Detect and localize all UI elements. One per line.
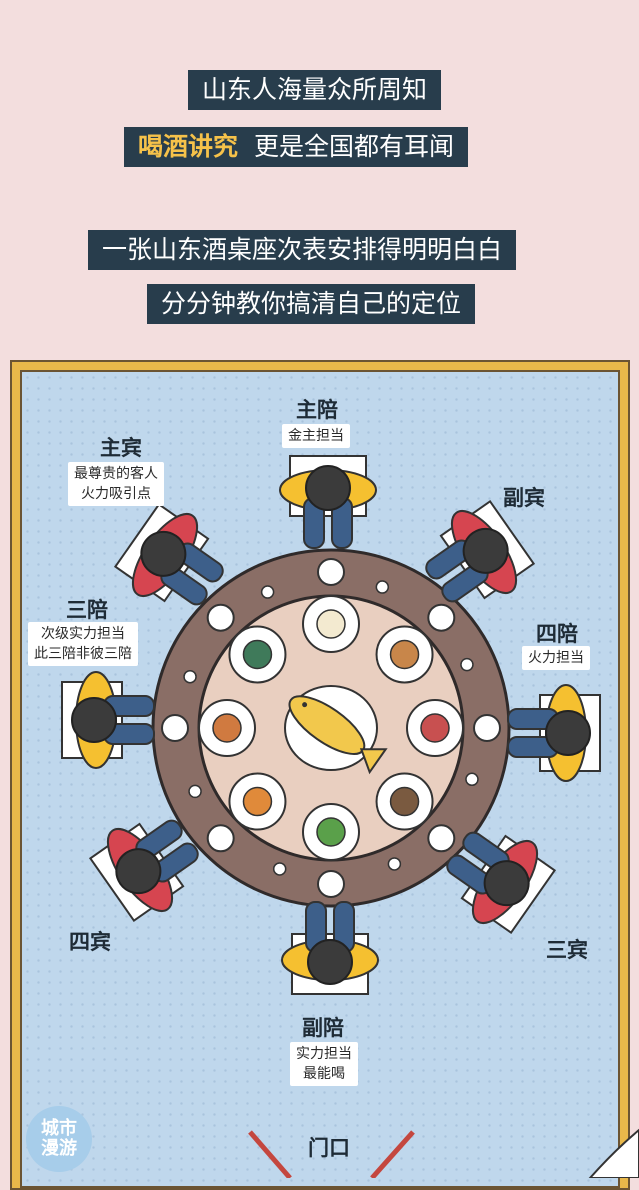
subtitle-line-1: 一张山东酒桌座次表安排得明明白白 bbox=[88, 230, 517, 270]
person-sipei bbox=[507, 684, 601, 782]
place-plate bbox=[427, 603, 456, 632]
dish-plate bbox=[198, 699, 256, 757]
brand-logo: 城市漫游 bbox=[26, 1106, 92, 1172]
place-plate bbox=[427, 824, 456, 853]
seat-note-zhubin: 最尊贵的客人火力吸引点 bbox=[68, 462, 164, 506]
logo-line: 漫游 bbox=[41, 1138, 77, 1159]
note-line: 最能喝 bbox=[303, 1066, 345, 1082]
place-plate bbox=[317, 870, 345, 898]
title-line-2-rest: 更是全国都有耳闻 bbox=[254, 132, 455, 161]
cup bbox=[188, 784, 202, 799]
cup bbox=[465, 772, 479, 787]
dish-plate bbox=[302, 803, 360, 861]
person-fupei bbox=[281, 901, 379, 995]
note-line: 次级实力担当 bbox=[41, 626, 125, 642]
person-zhupei bbox=[279, 455, 377, 549]
note-line: 火力吸引点 bbox=[81, 486, 151, 502]
place-plate bbox=[317, 558, 345, 586]
place-plate bbox=[206, 603, 235, 632]
place-plate bbox=[473, 714, 501, 742]
door-icon bbox=[248, 1130, 415, 1178]
title-highlight: 喝酒讲究 bbox=[138, 132, 239, 161]
seat-note-sanpei: 次级实力担当此三陪非彼三陪 bbox=[28, 622, 138, 666]
dish-plate bbox=[375, 625, 434, 684]
note-line: 此三陪非彼三陪 bbox=[34, 646, 132, 662]
seat-label-fubin: 副宾 bbox=[503, 485, 545, 510]
seat-label-sanpei: 三陪 bbox=[66, 597, 108, 622]
note-line: 火力担当 bbox=[528, 650, 584, 666]
dish-plate bbox=[375, 772, 434, 831]
seat-note-zhupei: 金主担当 bbox=[282, 424, 350, 448]
fish-dish bbox=[284, 685, 388, 775]
cup bbox=[260, 585, 275, 599]
place-plate bbox=[161, 714, 189, 742]
seat-note-fupei: 实力担当最能喝 bbox=[290, 1042, 358, 1086]
cup bbox=[460, 657, 474, 672]
seat-label-sanbin: 三宾 bbox=[546, 937, 588, 962]
seat-label-zhubin: 主宾 bbox=[100, 435, 142, 460]
cup bbox=[387, 857, 402, 871]
dish-plate bbox=[228, 625, 287, 684]
note-line: 实力担当 bbox=[296, 1046, 352, 1062]
cup bbox=[272, 862, 287, 876]
note-line: 金主担当 bbox=[288, 428, 344, 444]
seat-label-zhupei: 主陪 bbox=[296, 397, 338, 422]
person-fubin bbox=[425, 499, 536, 603]
dish-plate bbox=[228, 772, 287, 831]
dish-plate bbox=[406, 699, 464, 757]
title-line-1: 山东人海量众所周知 bbox=[188, 70, 442, 110]
title-line-2: 喝酒讲究更是全国都有耳闻 bbox=[124, 127, 469, 167]
person-sanbin bbox=[446, 831, 557, 935]
seat-label-sibin: 四宾 bbox=[69, 929, 111, 954]
subtitle-line-2: 分分钟教你搞清自己的定位 bbox=[147, 284, 476, 324]
person-sanpei bbox=[61, 671, 155, 769]
door-label: 门口 bbox=[308, 1135, 350, 1160]
dish-plate bbox=[302, 595, 360, 653]
place-plate bbox=[206, 824, 235, 853]
seat-label-sipei: 四陪 bbox=[536, 621, 578, 646]
note-line: 最尊贵的客人 bbox=[74, 466, 158, 482]
corner-decoration bbox=[588, 1128, 639, 1178]
person-sibin bbox=[88, 819, 199, 923]
cup bbox=[183, 669, 197, 684]
logo-line: 城市 bbox=[41, 1118, 77, 1139]
person-zhubin bbox=[113, 502, 224, 606]
seat-note-sipei: 火力担当 bbox=[522, 646, 590, 670]
cup bbox=[375, 580, 390, 594]
seat-label-fupei: 副陪 bbox=[302, 1015, 344, 1040]
